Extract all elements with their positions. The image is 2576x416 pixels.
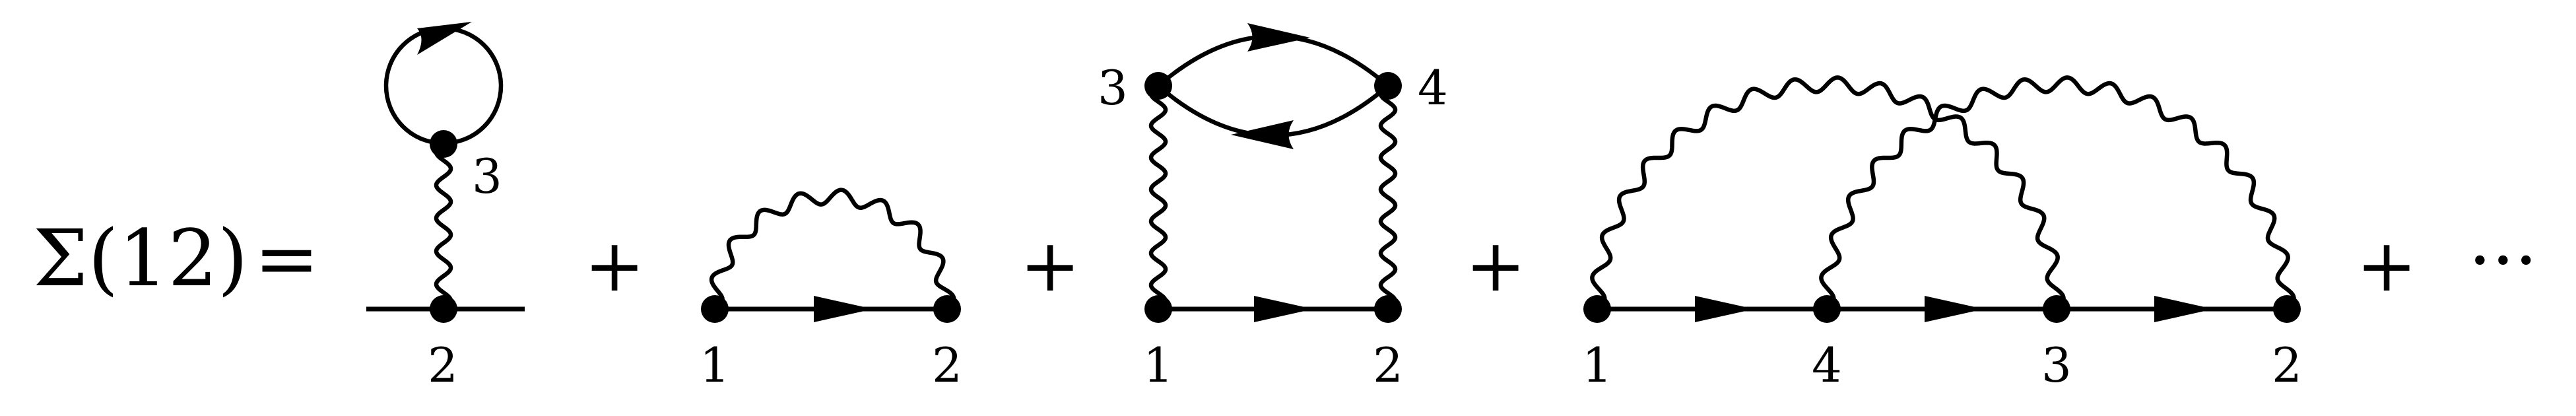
vertex-2: [430, 295, 457, 323]
interaction-line-1-3: [1590, 75, 2066, 311]
interaction-line: [434, 142, 453, 311]
vertex-3: [1144, 72, 1172, 100]
plus-sign-3: +: [1465, 223, 1526, 308]
label-vertex-3: 3: [1098, 60, 1128, 116]
loop-arrow-icon: [417, 22, 472, 55]
bubble-lower-arrow-icon: [1231, 120, 1294, 149]
interaction-line: [709, 188, 956, 311]
propagator-arrow-icon: [2154, 296, 2214, 322]
vertex-3: [2043, 295, 2070, 323]
electron-loop: [383, 26, 504, 146]
propagator-arrow-icon: [1925, 296, 1984, 322]
propagator-arrow-icon: [1254, 296, 1313, 322]
label-vertex-2: 2: [932, 337, 962, 393]
label-vertex-1: 1: [1143, 337, 1173, 393]
label-vertex-2: 2: [1373, 337, 1403, 393]
vertex-1: [701, 295, 729, 323]
label-vertex-4: 4: [1812, 337, 1842, 393]
label-vertex-1: 1: [1582, 337, 1612, 393]
self-energy-symbol: Σ(12): [33, 213, 248, 304]
label-vertex-2: 2: [2272, 337, 2302, 393]
plus-sign-4: +: [2356, 223, 2417, 308]
diagram-crossed: 1 4 3 2: [1582, 75, 2302, 393]
label-vertex-3: 3: [472, 149, 502, 204]
vertex-2: [2273, 295, 2301, 323]
label-vertex-2: 2: [428, 337, 458, 393]
vertex-1: [1144, 295, 1172, 323]
interaction-line-right: [1378, 84, 1398, 311]
vertex-1: [1583, 295, 1611, 323]
label-vertex-3: 3: [2041, 337, 2072, 393]
vertex-2: [1374, 295, 1402, 323]
vertex-4: [1374, 72, 1402, 100]
propagator-arrow-icon: [1695, 296, 1754, 322]
diagram-exchange: 1 2: [700, 188, 962, 393]
equals-sign: =: [254, 213, 319, 304]
vertex-4: [1813, 295, 1841, 323]
ellipsis: ···: [2468, 218, 2538, 302]
label-vertex-1: 1: [700, 337, 730, 393]
label-vertex-4: 4: [1418, 60, 1448, 116]
propagator-arrow-icon: [814, 296, 873, 322]
diagram-tadpole: 3 2: [366, 22, 525, 393]
vertex-2: [933, 295, 961, 323]
bubble-upper-arrow-icon: [1247, 23, 1310, 52]
interaction-line-4-2: [1819, 75, 2296, 311]
diagram-bubble: 3 4 1 2: [1098, 23, 1448, 393]
vertex-3: [430, 130, 457, 158]
plus-sign-1: +: [584, 223, 645, 308]
plus-sign-2: +: [1020, 223, 1080, 308]
interaction-line-left: [1148, 84, 1168, 311]
